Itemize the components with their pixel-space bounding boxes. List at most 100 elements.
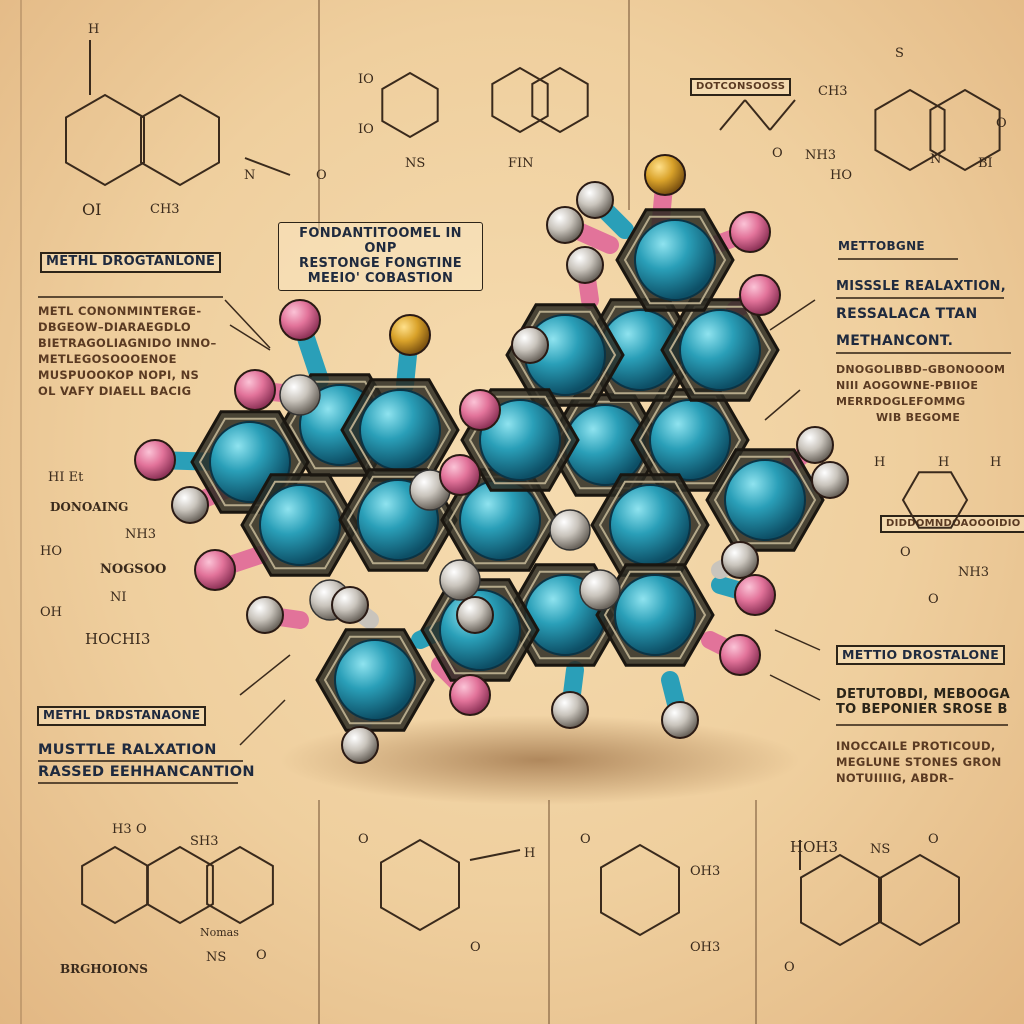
text-line: INOCCAILE PROTICOUD, [836,739,996,753]
atom-pink [234,369,276,411]
atom-gray [279,374,321,416]
right-top-line: RESSALACA TTAN [836,306,978,322]
right-top-line: METHANCONT. [836,333,954,349]
atom-gold [389,314,431,356]
atom-label: IO [358,122,374,137]
atom-label: NS [405,156,426,171]
atom-carbon [479,399,561,481]
atom-hydrogen [546,206,584,244]
structure-ring [600,843,680,937]
right-top-title: METTOBGNE [838,239,925,253]
atom-label: DONOAING [50,500,129,514]
atom-hydrogen [511,326,549,364]
structure-ring [880,853,960,947]
atom-gray [549,509,591,551]
divider [318,800,320,1024]
atom-label: O [928,592,939,607]
atom-hydrogen [341,726,379,764]
atom-gold [644,154,686,196]
structure-ring [81,845,149,925]
atom-hydrogen [811,461,849,499]
atom-label: SH3 [190,834,219,849]
atom-pink [449,674,491,716]
text-line: METL CONONMINTERGE- [38,304,202,318]
atom-pink [194,549,236,591]
atom-label: N [930,152,942,167]
structure-ring [381,71,439,139]
pointer-arrow [769,674,821,701]
atom-label: O [784,960,795,975]
divider [628,0,630,210]
structure-bond [469,849,521,861]
divider [318,0,320,230]
structure-ring [206,845,274,925]
atom-label: O [996,116,1007,131]
structure-bond [244,157,291,176]
atom-pink [729,211,771,253]
ring-edge [468,395,572,485]
structure-ring [491,66,549,134]
atom-label: N [244,168,256,183]
atom-label: CH3 [818,84,848,99]
atom-carbon [724,459,806,541]
atom-pink [134,439,176,481]
left-top-text: METL CONONMINTERGE- DBGEOW–DIARAEGDLO BI… [38,303,217,399]
atom-carbon [614,574,696,656]
atom-label: HOH3 [790,838,839,856]
atom-hydrogen [551,691,589,729]
structure-bond [719,99,746,131]
atom-label: NI [110,590,127,605]
atom-hydrogen [456,596,494,634]
left-top-title: METHL DROGTANLONE [40,252,222,273]
atom-carbon [649,399,731,481]
atom-label: O [580,832,591,847]
atom-label: Nomas [200,926,239,939]
text-line: TO BEPONIER SROSE B [836,701,1008,717]
atom-label: NOGSOO [100,562,167,577]
pointer-arrow [224,299,271,349]
atom-label: DOTCONSOOSS [690,78,792,96]
structure-ring [140,93,220,187]
divider [548,800,550,1024]
text-line: OL VAFY DIAELL BACIG [38,384,192,398]
atom-hydrogen [171,486,209,524]
atom-hydrogen [246,596,284,634]
ring-edge [428,585,532,675]
right-bottom-text: DETUTOBDI, MEBOOGA TO BEPONIER SROSE B [836,687,1010,718]
ring-edge [623,215,727,305]
text-line: MEGLUNE STONES GRON [836,755,1002,769]
atom-pink [459,389,501,431]
atom-pink [439,454,481,496]
pointer-arrow [774,629,821,651]
atom-label: H [990,455,1002,470]
atom-hydrogen [331,586,369,624]
atom-label: OH3 [690,864,721,879]
atom-label: NH3 [958,565,989,580]
atom-label: O [316,168,327,183]
pointer-arrow [764,389,801,421]
pointer-arrow [239,654,291,696]
atom-label: HI Et [48,470,84,485]
atom-pink [279,299,321,341]
atom-carbon [359,389,441,471]
right-top-text: DNOGOLIBBD–GBONOOOM NIII AOGOWNE-PBIIOE … [836,362,1005,426]
text-line: NOTUIIIIG, ABDR– [836,771,955,785]
structure-ring [380,838,460,932]
atom-hydrogen [721,541,759,579]
atom-label: OH [40,605,62,620]
atom-label: O [928,832,939,847]
atom-pink [719,634,761,676]
atom-hydrogen [566,246,604,284]
atom-label: CH3 [150,202,180,217]
structure-ring [146,845,214,925]
pointer-arrow [769,299,816,331]
left-bottom-title: METHL DRDSTANAONE [37,706,207,726]
text-line: METLEGOSOOOENOE [38,352,177,366]
structure-ring [874,88,946,172]
atom-carbon [634,219,716,301]
pointer-arrow [239,699,286,746]
ring-edge [323,635,427,725]
right-bottom-small: INOCCAILE PROTICOUD, MEGLUNE STONES GRON… [836,738,1002,786]
atom-label: FIN [508,156,534,171]
atom-label: NS [206,950,227,965]
